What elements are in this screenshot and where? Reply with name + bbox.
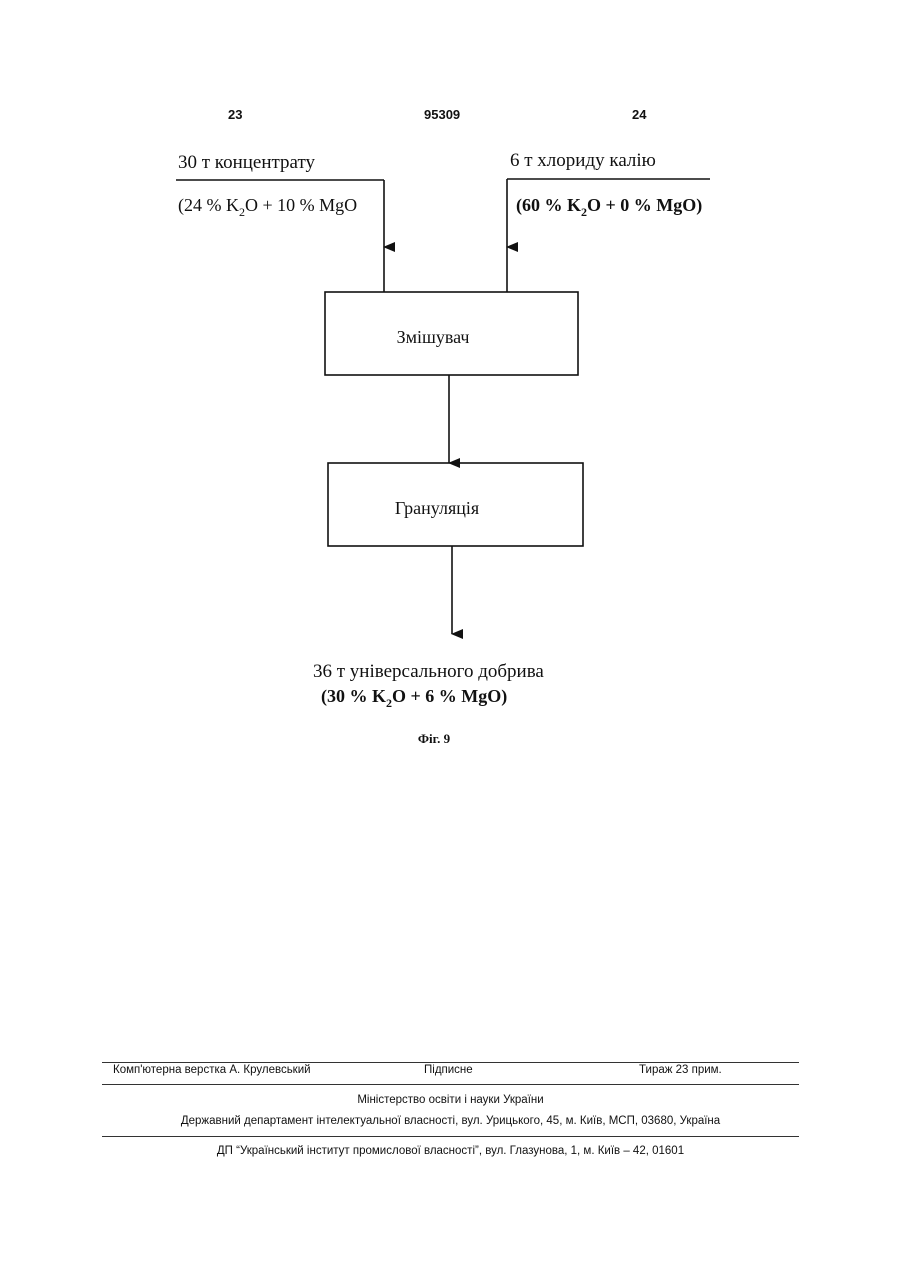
footer-rule-top [102,1062,799,1063]
footer-department: Державний департамент інтелектуальної вл… [0,1115,901,1127]
input-left-composition: (24 % K2O + 10 % MgO [178,195,357,219]
footer-institute: ДП “Український інститут промислової вла… [0,1145,901,1157]
mixer-label: Змішувач [397,327,470,347]
footer-circulation: Тираж 23 прим. [639,1064,722,1076]
output-name: 36 т універсального добрива [313,661,544,682]
footer-rule-bottom [102,1136,799,1137]
input-left-name: 30 т концентрату [178,152,316,173]
input-right-name: 6 т хлориду калію [510,150,656,171]
process-flow-diagram: 30 т концентрату (24 % K2O + 10 % MgO 6 … [0,0,901,800]
footer-typesetter: Комп'ютерна верстка А. Крулевський [113,1064,311,1076]
figure-caption: Фіг. 9 [418,731,451,746]
footer-ministry: Міністерство освіти і науки України [0,1094,901,1106]
footer-rule-middle [102,1084,799,1085]
output-composition: (30 % K2O + 6 % MgO) [321,686,507,710]
granulation-label: Грануляція [395,498,479,518]
input-right-composition: (60 % K2O + 0 % MgO) [516,195,702,219]
footer-signed: Підписне [424,1064,473,1076]
